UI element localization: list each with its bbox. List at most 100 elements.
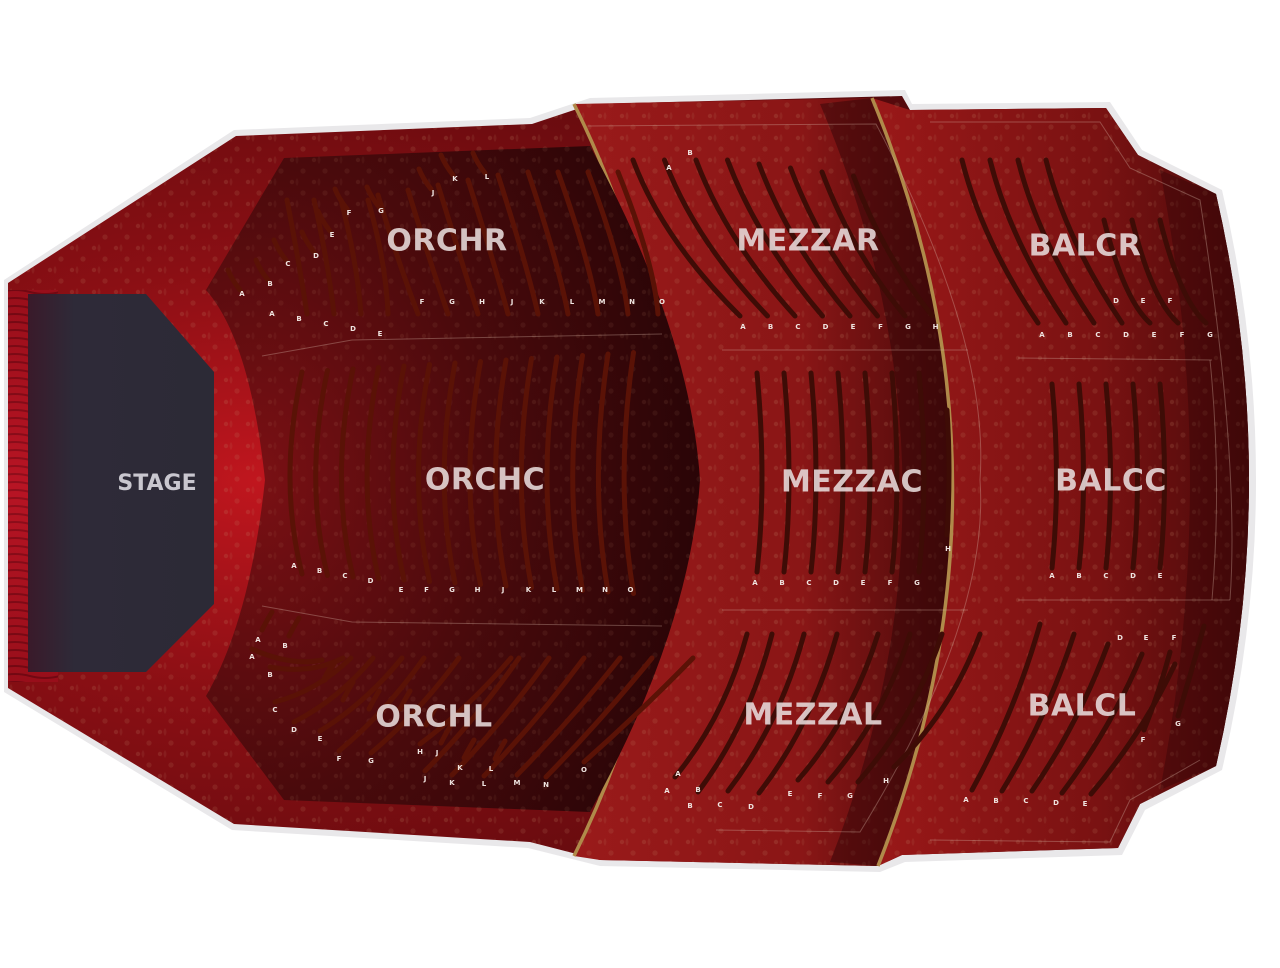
mezzac-row-H[interactable] [944, 407, 952, 538]
orchr-row-H[interactable] [435, 182, 481, 317]
mezzac-row-C[interactable] [808, 370, 819, 575]
orchr-front-row-C[interactable] [271, 237, 289, 263]
orchr-row-B[interactable] [284, 197, 310, 317]
orchl-front-row-B[interactable] [286, 615, 302, 639]
section-orchc[interactable] [262, 334, 681, 626]
mezzac-row-E[interactable] [862, 370, 873, 575]
orchl-row-L[interactable] [481, 655, 587, 779]
balcl-row-G[interactable] [1175, 623, 1207, 719]
balcl-row-B[interactable] [999, 631, 1077, 794]
balcl-row-A[interactable] [969, 621, 1043, 793]
section-balcc[interactable] [1018, 358, 1235, 600]
balcr-row-A[interactable] [959, 157, 1041, 326]
orchl-row-O[interactable] [581, 655, 696, 765]
orchc-row-M[interactable] [570, 353, 585, 593]
orchr-front-row-L[interactable] [470, 150, 488, 176]
orchc-row-A[interactable] [287, 369, 305, 577]
orchl-front-row-A[interactable] [259, 609, 275, 633]
orchl-front-row-G[interactable] [397, 688, 413, 712]
section-label-balcc[interactable]: BALCC [1055, 464, 1167, 499]
mezzal-row-A[interactable] [672, 631, 750, 780]
section-label-mezzac[interactable]: MEZZAC [781, 465, 923, 500]
orchl-front-row-H[interactable] [423, 704, 439, 728]
mezzac-row-F[interactable] [889, 370, 900, 575]
orchr-front-row-B[interactable] [253, 257, 271, 283]
section-label-mezzar[interactable]: MEZZAR [736, 224, 879, 259]
mezzar-row-C[interactable] [693, 157, 798, 319]
orchr-front-row-A[interactable] [225, 267, 243, 293]
balcc-row-D[interactable] [1130, 381, 1140, 571]
orchl-front-row-K[interactable] [461, 737, 477, 761]
orchr-row-L[interactable] [525, 169, 571, 317]
orchr-front-row-G[interactable] [364, 184, 382, 210]
orchr-front-row-F[interactable] [332, 186, 350, 212]
balcc-row-A[interactable] [1049, 381, 1059, 571]
orchr-row-F[interactable] [375, 192, 421, 317]
balcc-row-C[interactable] [1103, 381, 1113, 571]
orchl-row-H[interactable] [417, 655, 514, 747]
mezzar-row-B[interactable] [662, 157, 770, 319]
orchl-row-J[interactable] [422, 655, 522, 774]
orchl-row-D[interactable] [291, 655, 376, 725]
mezzac-row-D[interactable] [835, 370, 846, 575]
orchl-row-M[interactable] [514, 655, 623, 778]
mezzac-row-B[interactable] [781, 370, 792, 575]
orchl-front-row-L[interactable] [492, 738, 508, 762]
mezzal-row-D[interactable] [756, 631, 840, 796]
orchc-row-O[interactable] [621, 350, 636, 596]
orchl-front-row-J[interactable] [438, 722, 454, 746]
orchr-front-row-E[interactable] [315, 208, 333, 234]
orchl-row-K[interactable] [449, 655, 552, 778]
orchr-row-M[interactable] [555, 169, 601, 317]
mezzal-row-G[interactable] [855, 631, 945, 785]
mezzal-row-B[interactable] [695, 631, 775, 795]
balcr-row-E[interactable] [1101, 217, 1153, 326]
balcl-row-E[interactable] [1088, 661, 1178, 797]
mezzal-row-C[interactable] [725, 631, 807, 794]
section-label-orchl[interactable]: ORCHL [375, 700, 492, 735]
orchr-row-E[interactable] [365, 197, 391, 317]
orchr-row-D[interactable] [338, 197, 364, 317]
orchl-front-row-D[interactable] [322, 659, 338, 683]
orchc-row-H[interactable] [467, 359, 483, 587]
section-orchr[interactable] [206, 146, 662, 356]
balcr-row-G[interactable] [1157, 217, 1209, 326]
orchr-front-row-K[interactable] [438, 152, 456, 178]
mezzac-row-G[interactable] [916, 370, 927, 575]
section-label-orchc[interactable]: ORCHC [425, 463, 545, 498]
orchl-row-N[interactable] [543, 655, 655, 780]
orchc-row-F[interactable] [416, 362, 432, 584]
orchr-row-G[interactable] [405, 187, 451, 317]
orchc-row-L[interactable] [544, 354, 560, 592]
orchc-row-K[interactable] [518, 356, 534, 590]
section-label-balcl[interactable]: BALCL [1028, 689, 1137, 724]
orchl-row-A[interactable] [249, 646, 325, 665]
section-label-mezzal[interactable]: MEZZAL [743, 698, 882, 733]
balcc-row-E[interactable] [1157, 381, 1167, 571]
orchc-row-E[interactable] [390, 363, 407, 583]
orchl-front-row-F[interactable] [366, 688, 382, 712]
orchr-row-O[interactable] [615, 169, 661, 317]
orchc-row-D[interactable] [364, 365, 381, 581]
section-orchl[interactable] [206, 606, 662, 812]
mezzar-row-H[interactable] [851, 173, 935, 319]
orchc-row-C[interactable] [338, 366, 356, 580]
balcr-row-D[interactable] [1043, 157, 1125, 326]
section-label-orchr[interactable]: ORCHR [386, 224, 507, 259]
orchl-row-F[interactable] [336, 655, 427, 754]
balcr-row-C[interactable] [1015, 157, 1097, 326]
mezzar-row-G[interactable] [819, 169, 908, 319]
balcl-row-D[interactable] [1059, 651, 1145, 796]
orchc-row-J[interactable] [493, 357, 509, 589]
balcr-row-B[interactable] [987, 157, 1069, 326]
orchr-front-row-D[interactable] [299, 229, 317, 255]
orchc-row-B[interactable] [313, 368, 330, 578]
orchr-row-N[interactable] [585, 169, 631, 317]
mezzal-row-E[interactable] [795, 631, 881, 783]
mezzar-row-E[interactable] [756, 161, 853, 319]
orchl-row-C[interactable] [272, 655, 354, 705]
section-mezzac[interactable] [722, 350, 979, 610]
mezzal-row-F[interactable] [825, 631, 913, 785]
orchr-front-row-J[interactable] [416, 166, 434, 192]
mezzar-row-A[interactable] [630, 157, 743, 319]
